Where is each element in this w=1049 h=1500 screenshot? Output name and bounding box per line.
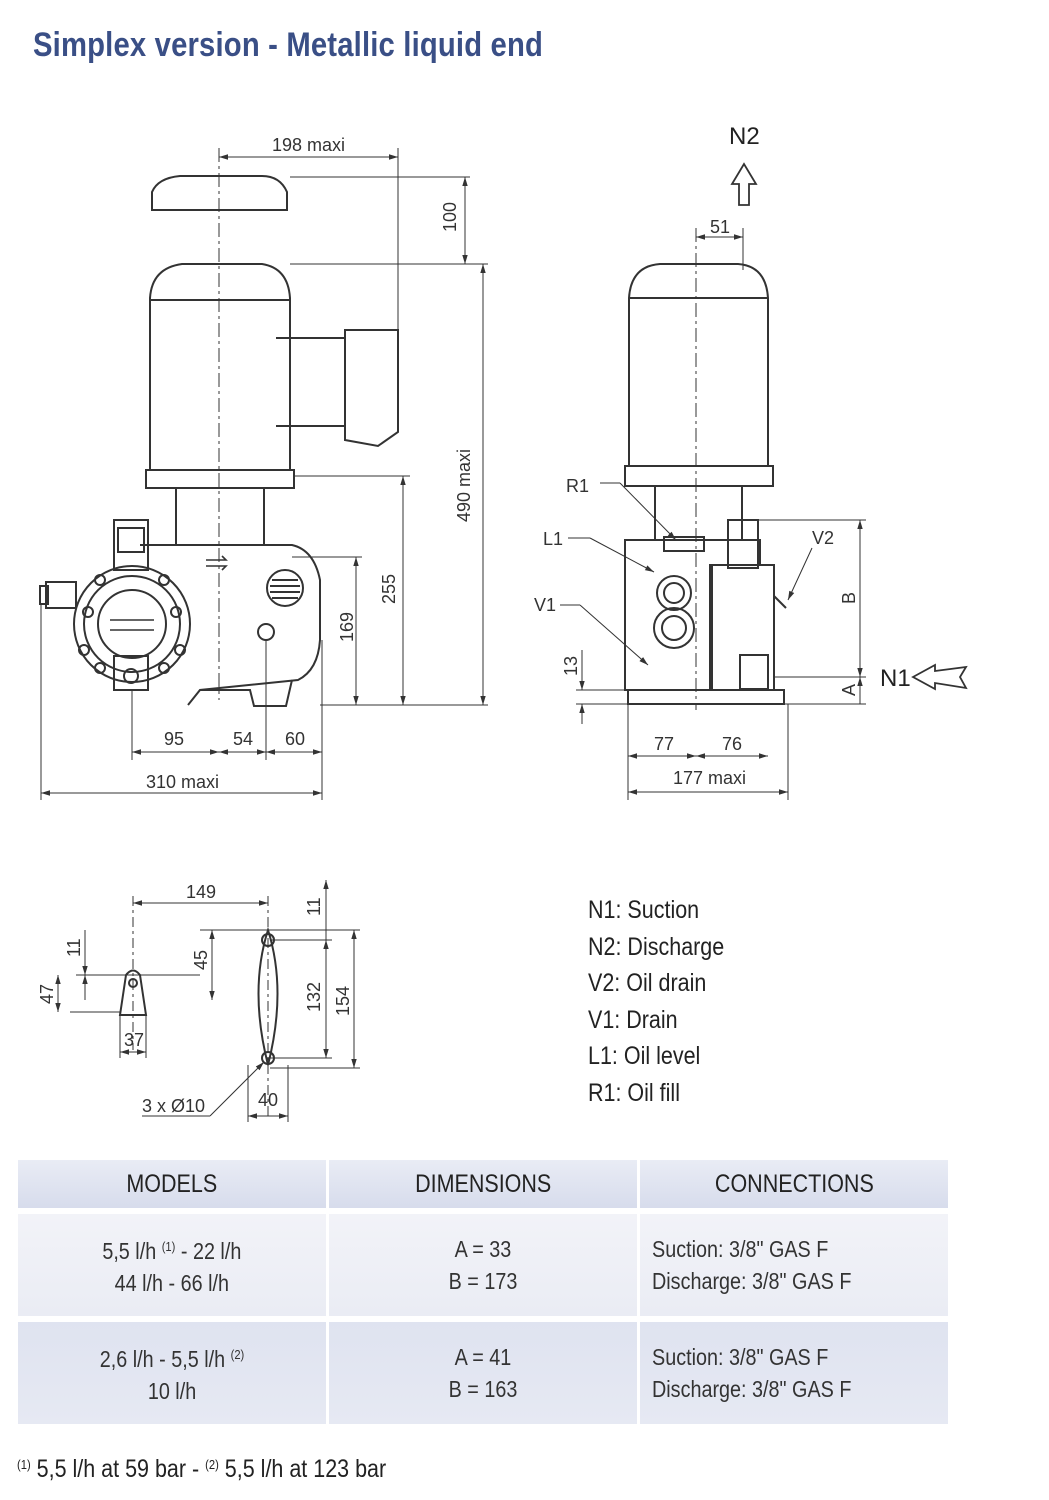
foot-dimensions [55,880,360,1122]
pump-head [73,565,191,683]
specification-table: MODELS DIMENSIONS CONNECTIONS 5,5 l/h (1… [15,1160,951,1424]
dim-198-maxi: 198 maxi [272,135,345,155]
label-n2: N2 [729,123,760,150]
dim-149: 149 [186,882,216,902]
legend-item: V2: Oil drain [588,969,707,997]
legend-item: R1: Oil fill [588,1078,680,1107]
dim-310-maxi: 310 maxi [146,772,219,792]
dim-45: 45 [191,950,211,970]
side-dimensions [560,228,866,800]
dim-a: A [839,684,859,696]
motor-cap [151,175,288,211]
label-n1: N1 [880,665,911,692]
dim-255: 255 [379,574,399,604]
dim-37: 37 [124,1030,144,1050]
dim-154: 154 [333,986,353,1016]
front-dimensions [40,148,488,800]
cell-models: 2,6 l/h - 5,5 l/h (2)10 l/h [18,1322,326,1424]
motor-flange [145,469,295,489]
dim-132: 132 [304,982,324,1012]
dim-490-maxi: 490 maxi [454,449,474,522]
dim-54: 54 [233,729,253,749]
dim-76: 76 [722,734,742,754]
dim-b: B [839,592,859,604]
gearbox [140,544,321,706]
header-dimensions: DIMENSIONS [329,1160,637,1208]
dim-95: 95 [164,729,184,749]
n1-arrow [911,663,968,691]
dim-11-left: 11 [64,938,84,957]
dim-169: 169 [337,612,357,642]
dim-77: 77 [654,734,674,754]
dim-51: 51 [710,217,730,237]
dim-11-top: 11 [304,897,324,916]
label-l1: L1 [543,529,563,549]
label-v1: V1 [534,595,556,615]
front-view [39,175,399,707]
n2-arrow [730,162,758,206]
dim-100: 100 [440,202,460,232]
legend-item: N2: Discharge [588,932,725,961]
side-motor [628,263,769,467]
dim-40: 40 [258,1090,278,1110]
dim-177-maxi: 177 maxi [673,768,746,788]
footnote: (1) 5,5 l/h at 59 bar - (2) 5,5 l/h at 1… [17,1455,387,1483]
connection-legend: N1: Suction N2: Discharge V2: Oil drain … [588,896,746,1115]
motor-body [149,263,291,471]
label-v2: V2 [812,528,834,548]
page-title: Simplex version - Metallic liquid end [33,26,544,64]
header-models: MODELS [18,1160,326,1208]
technical-drawing: 198 maxi 100 490 maxi 255 169 95 54 60 3… [37,123,968,1122]
legend-item: V1: Drain [588,1005,678,1034]
legend-item: N1: Suction [588,896,700,924]
terminal-box [276,329,399,448]
header-connections: CONNECTIONS [640,1160,948,1208]
side-view [624,162,968,705]
table-header-row: MODELS DIMENSIONS CONNECTIONS [18,1160,948,1208]
dim-47: 47 [37,984,57,1004]
dim-60: 60 [285,729,305,749]
legend-item: L1: Oil level [588,1042,701,1070]
dim-13: 13 [561,656,581,676]
dim-holes: 3 x Ø10 [142,1096,205,1116]
label-r1: R1 [566,476,589,496]
